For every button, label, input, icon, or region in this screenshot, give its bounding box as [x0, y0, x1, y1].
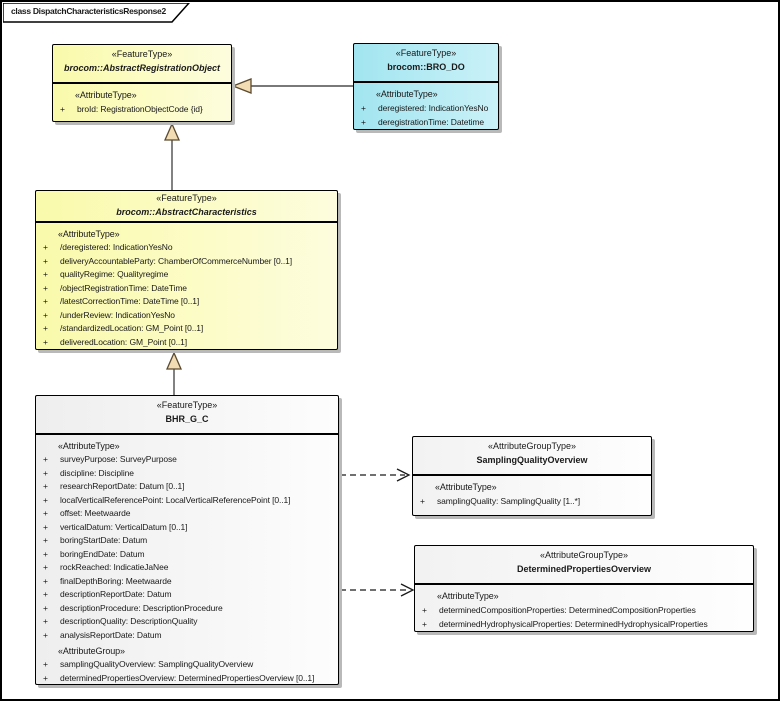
class-bro-do[interactable]: «FeatureType» brocom::BRO_DO «AttributeT… [353, 43, 499, 130]
dependency-bhrgc-to-samplingqualityoverview [340, 468, 411, 482]
class-name: SamplingQualityOverview [476, 455, 588, 465]
attribute-row: +/latestCorrectionTime: DateTime [0..1] [43, 296, 200, 306]
attribute-row: +rockReached: IndicatieJaNee [43, 562, 169, 572]
attribute-row: +broId: RegistrationObjectCode {id} [60, 104, 203, 114]
class-stereotype: «FeatureType» [395, 48, 457, 58]
attribute-row: +boringEndDate: Datum [43, 548, 145, 559]
attribute-stereotype: «AttributeType» [58, 229, 120, 239]
attribute-row: +/objectRegistrationTime: DateTime [43, 282, 187, 293]
attribute-row: +deliveredLocation: GM_Point [0..1] [43, 336, 188, 347]
attributes-compartment: «AttributeType» +deregistered: Indicatio… [354, 81, 498, 129]
attribute-stereotype: «AttributeType» [75, 90, 137, 100]
attributes-compartment: «AttributeType» +/deregistered: Indicati… [36, 221, 337, 349]
class-name: BHR_G_C [165, 414, 209, 424]
attribute-stereotype: «AttributeType» [437, 591, 499, 601]
attribute-row: +verticalDatum: VerticalDatum [0..1] [43, 521, 188, 532]
class-sampling-quality-overview[interactable]: «AttributeGroupType» SamplingQualityOver… [412, 436, 652, 516]
attribute-row: +offset: Meetwaarde [43, 508, 131, 518]
attribute-row: +samplingQuality: SamplingQuality [1..*] [420, 496, 581, 506]
class-stereotype: «FeatureType» [156, 400, 218, 410]
attribute-stereotype: «AttributeType» [376, 89, 438, 99]
attribute-stereotype: «AttributeType» [58, 441, 120, 451]
attribute-row: +researchReportDate: Datum [0..1] [43, 481, 185, 491]
attribute-row: +samplingQualityOverview: SamplingQualit… [43, 659, 254, 669]
frame-tab [3, 3, 191, 23]
class-bhr-g-c[interactable]: «FeatureType» BHR_G_C «AttributeType» +s… [35, 395, 339, 685]
attribute-row: +deliveryAccountableParty: ChamberOfComm… [43, 255, 293, 266]
generalization-brodo-to-abstractregistrationobject [231, 78, 353, 94]
attribute-row: +/underReview: IndicationYesNo [43, 309, 175, 320]
class-stereotype: «FeatureType» [156, 193, 217, 203]
attribute-row: +surveyPurpose: SurveyPurpose [43, 454, 177, 464]
attributes-compartment: «AttributeType» +samplingQuality: Sampli… [413, 474, 651, 508]
class-name: DeterminedPropertiesOverview [516, 564, 652, 574]
attribute-row: +descriptionReportDate: Datum [43, 589, 172, 599]
attribute-row: +/standardizedLocation: GM_Point [0..1] [43, 323, 204, 333]
attribute-row: +analysisReportDate: Datum [43, 629, 162, 640]
attribute-row: +determinedPropertiesOverview: Determine… [43, 672, 315, 683]
attribute-row: +descriptionProcedure: DescriptionProced… [43, 602, 223, 613]
attribute-row: +finalDepthBoring: Meetwaarde [43, 575, 172, 586]
class-determined-properties-overview[interactable]: «AttributeGroupType» DeterminedPropertie… [414, 545, 754, 632]
attributes-compartment: «AttributeType» +broId: RegistrationObje… [53, 82, 231, 116]
generalization-bhrgc-to-abstractcharacteristics [166, 351, 182, 396]
attribute-row: +/deregistered: IndicationYesNo [43, 242, 173, 252]
class-name: brocom::BRO_DO [387, 62, 465, 72]
generalization-abstractcharacteristics-to-abstractregistrationobject [164, 122, 180, 191]
class-abstract-characteristics[interactable]: «FeatureType» brocom::AbstractCharacteri… [35, 190, 338, 350]
attribute-group-stereotype: «AttributeGroup» [58, 646, 125, 656]
diagram-title: class DispatchCharacteristicsResponse2 [11, 6, 166, 16]
attribute-row: +deregistered: IndicationYesNo [361, 103, 489, 113]
class-abstract-registration-object[interactable]: «FeatureType» brocom::AbstractRegistrati… [52, 44, 232, 122]
attribute-row: +deregistrationTime: Datetime [361, 117, 485, 127]
class-name: brocom::AbstractCharacteristics [116, 207, 257, 217]
attributes-compartment: «AttributeType» +surveyPurpose: SurveyPu… [36, 433, 338, 685]
attribute-row: +discipline: Discipline [43, 467, 134, 478]
attributes-compartment: «AttributeType» +determinedCompositionPr… [415, 583, 753, 631]
attribute-row: +boringStartDate: Datum [43, 535, 148, 545]
attribute-row: +determinedCompositionProperties: Determ… [422, 605, 696, 615]
attribute-row: +qualityRegime: Qualityregime [43, 269, 169, 279]
attribute-row: +descriptionQuality: DescriptionQuality [43, 616, 198, 626]
class-stereotype: «AttributeGroupType» [487, 441, 577, 451]
attribute-stereotype: «AttributeType» [435, 482, 497, 492]
attribute-row: +determinedHydrophysicalProperties: Dete… [422, 619, 708, 629]
attribute-row: +localVerticalReferencePoint: LocalVerti… [43, 494, 291, 505]
class-stereotype: «FeatureType» [111, 49, 173, 59]
dependency-bhrgc-to-determinedpropertiesoverview [340, 583, 415, 597]
class-stereotype: «AttributeGroupType» [539, 550, 629, 560]
class-name: brocom::AbstractRegistrationObject [63, 63, 221, 73]
